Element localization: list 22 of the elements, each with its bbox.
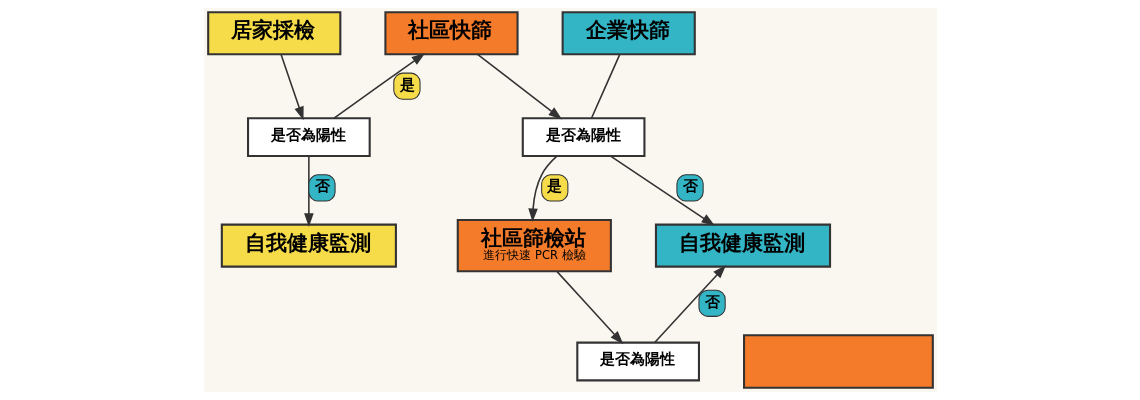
node-box: 社區篩檢站 進行快速 PCR 檢驗: [456, 218, 612, 273]
edge-label: 否: [314, 177, 330, 195]
arrow: [332, 53, 425, 119]
connector: [590, 53, 621, 119]
node-box: 自我健康監測: [654, 223, 831, 268]
arrow: [609, 155, 715, 226]
edge-label: 否: [682, 177, 698, 195]
node-box: 自我健康監測: [220, 223, 397, 268]
edge-label: 是: [546, 177, 562, 195]
arrow: [303, 155, 314, 227]
arrow: [555, 270, 623, 345]
node-box: 是否為陽性: [246, 117, 371, 157]
node-box: 是否為陽性: [575, 341, 700, 382]
node-box: 社區快篩: [383, 11, 519, 56]
node-box: [742, 334, 934, 389]
arrow: [279, 53, 304, 121]
edge-label: 是: [399, 75, 415, 93]
edge-label: 否: [704, 292, 720, 310]
node-box: 企業快篩: [561, 11, 696, 56]
arrow: [476, 53, 562, 120]
node-box: 是否為陽性: [521, 117, 645, 157]
node-box: 居家採檢: [206, 11, 341, 56]
